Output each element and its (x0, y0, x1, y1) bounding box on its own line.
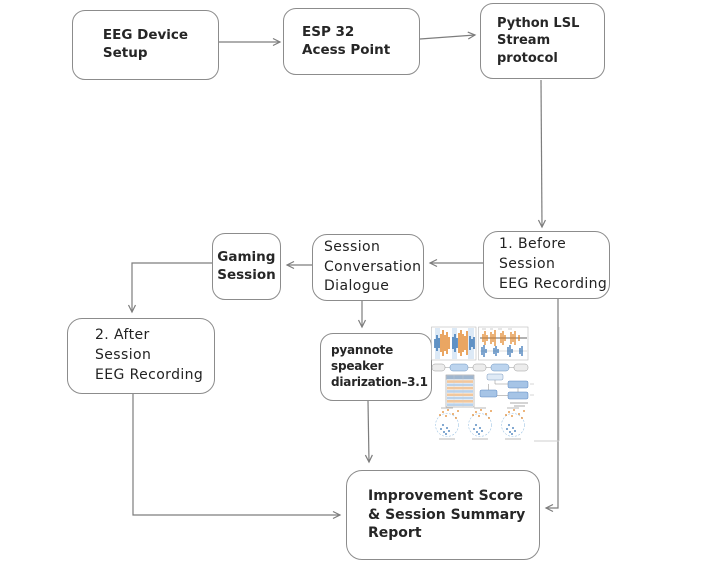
model-flow-diagram (479, 373, 534, 407)
pipeline-steps (431, 363, 529, 372)
edge-after-session-to-report (132, 394, 342, 520)
edge-before-session-to-report (544, 299, 559, 513)
waveform-panel-left (431, 326, 477, 361)
node-gaming-session-label: Gaming Session (217, 248, 276, 283)
node-gaming-session: Gaming Session (212, 233, 281, 300)
node-before-session-eeg-recording: 1. Before Session EEG Recording (483, 231, 610, 299)
node-python-lsl-stream-label: Python LSL Stream protocol (497, 16, 580, 66)
scatter-cluster-panels (435, 407, 525, 440)
node-esp32-access-point-label: ESP 32 Acess Point (302, 23, 391, 58)
node-improvement-score-report-label: Improvement Score & Session Summary Repo… (368, 488, 526, 542)
node-python-lsl-stream: Python LSL Stream protocol (480, 3, 605, 79)
waveform-panel-right (478, 326, 529, 361)
node-eeg-device-setup-label: EEG Device Setup (102, 27, 189, 61)
figure-frame-edge (534, 327, 560, 442)
node-after-session-eeg-recording: 2. After Session EEG Recording (67, 318, 215, 394)
edge-gaming-to-after-session (127, 262, 212, 314)
node-after-session-label: 2. After Session EEG Recording (95, 327, 204, 383)
node-esp32-access-point: ESP 32 Acess Point (283, 8, 420, 75)
node-improvement-score-report: Improvement Score & Session Summary Repo… (346, 470, 540, 560)
node-session-conversation-dialogue: Session Conversation Dialogue (312, 234, 424, 301)
diarization-table (445, 374, 475, 408)
node-pyannote-diarization: pyannote speaker diarization–3.1 (320, 333, 432, 401)
edge-esp32-to-lsl (419, 31, 477, 40)
node-pyannote-diarization-label: pyannote speaker diarization–3.1 (331, 343, 428, 389)
node-before-session-label: 1. Before Session EEG Recording (499, 236, 608, 292)
node-eeg-device-setup: EEG Device Setup (72, 10, 219, 80)
edge-lsl-to-before-session (537, 79, 546, 229)
node-session-conversation-label: Session Conversation Dialogue (324, 238, 422, 295)
edge-pyannote-to-report (364, 400, 373, 464)
pyannote-figure-image (431, 326, 560, 442)
